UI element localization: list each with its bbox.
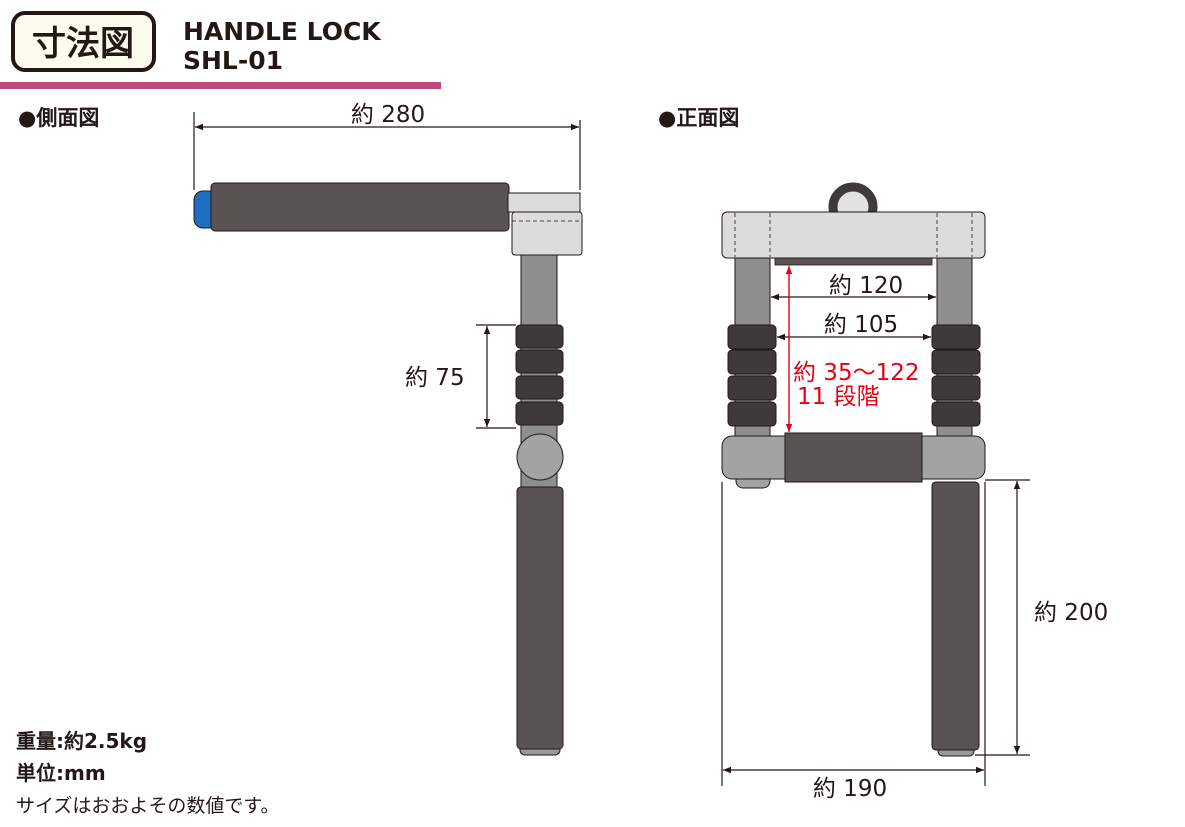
dim-text-105: 約 105	[824, 312, 898, 338]
top-bar	[721, 211, 986, 259]
header-divider	[0, 82, 441, 89]
disclaimer-note: サイズはおおよその数値です。	[16, 795, 280, 817]
front-view-label: ●正面図	[658, 106, 739, 130]
title-badge-text: 寸法図	[32, 24, 134, 64]
horizontal-grip	[210, 182, 510, 232]
dim-text-adjust-steps: 11 段階	[797, 384, 880, 410]
front-vertical-grip	[931, 481, 980, 751]
vertical-grip	[516, 486, 564, 750]
dim-text-120: 約 120	[829, 273, 903, 299]
head-block	[511, 211, 583, 256]
title-badge	[11, 11, 156, 72]
center-grip	[784, 432, 923, 483]
dim-text-adjust-range: 約 35～122	[793, 360, 919, 386]
dim-text-75: 約 75	[405, 365, 465, 391]
header: 寸法図 HANDLE LOCK SHL-01	[0, 11, 441, 89]
side-view-label: ●側面図	[18, 106, 99, 130]
side-view: ●側面図 約 280 約 75	[18, 102, 583, 756]
side-ball-joint	[516, 433, 564, 481]
clamp-plate	[774, 257, 933, 266]
dim-text-200: 約 200	[1034, 600, 1108, 626]
head-block-top	[507, 192, 581, 213]
dim-text-280: 約 280	[351, 102, 425, 128]
notes: 重量:約2.5kg 単位:mm サイズはおおよその数値です。	[16, 729, 280, 817]
front-collars	[727, 324, 981, 427]
side-collars	[515, 324, 564, 426]
product-name: HANDLE LOCK	[183, 17, 382, 46]
weight-note: 重量:約2.5kg	[16, 729, 147, 753]
front-view: ●正面図 約 120 約 105 約 35～122	[658, 106, 1108, 802]
product-model: SHL-01	[183, 46, 283, 75]
unit-note: 単位:mm	[16, 761, 106, 785]
dim-text-190: 約 190	[813, 776, 887, 802]
